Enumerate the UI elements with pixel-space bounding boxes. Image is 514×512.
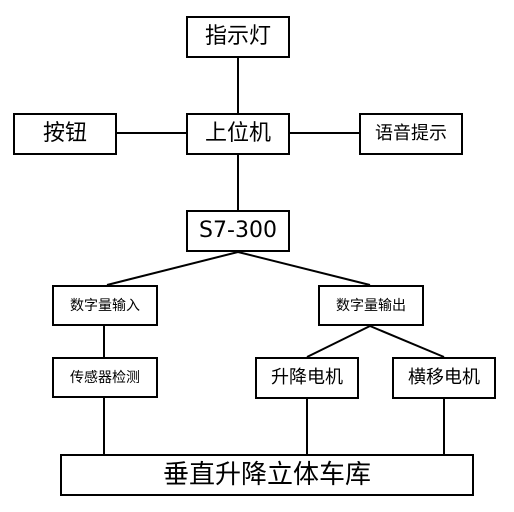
node-digital-input-label: 数字量输入: [70, 297, 140, 314]
node-voice-label: 语音提示: [375, 123, 447, 144]
node-lift-motor-label: 升降电机: [271, 367, 343, 388]
node-traverse-motor: 横移电机: [392, 357, 496, 399]
node-plc: S7-300: [186, 210, 290, 252]
line-plc-output: [237, 251, 371, 286]
node-digital-output-label: 数字量输出: [336, 297, 406, 314]
node-plc-label: S7-300: [199, 218, 277, 243]
node-voice: 语音提示: [359, 113, 463, 155]
node-button: 按钮: [13, 113, 117, 155]
node-lift-motor: 升降电机: [255, 357, 359, 399]
node-traverse-motor-label: 横移电机: [408, 367, 480, 388]
node-digital-input: 数字量输入: [52, 285, 158, 326]
line-output-traverse: [369, 325, 445, 358]
node-sensor: 传感器检测: [52, 357, 158, 398]
node-garage: 垂直升降立体车库: [60, 454, 474, 496]
node-host-label: 上位机: [204, 121, 271, 146]
node-digital-output: 数字量输出: [318, 285, 424, 326]
line-output-lift: [306, 325, 371, 358]
node-host: 上位机: [186, 113, 290, 155]
line-plc-input: [106, 251, 239, 286]
node-indicator: 指示灯: [186, 16, 290, 58]
node-garage-label: 垂直升降立体车库: [162, 460, 371, 490]
node-button-label: 按钮: [42, 121, 87, 146]
node-sensor-label: 传感器检测: [70, 369, 140, 386]
node-indicator-label: 指示灯: [204, 24, 271, 49]
